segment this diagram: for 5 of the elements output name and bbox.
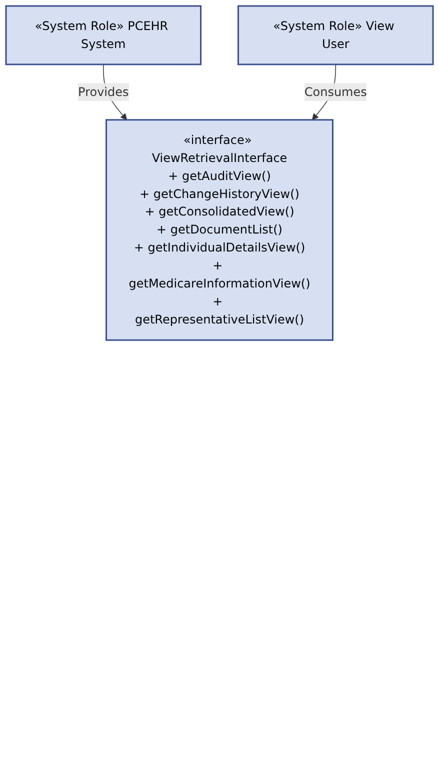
edge-label: Provides bbox=[78, 84, 129, 99]
edge-label: Consumes bbox=[304, 84, 367, 99]
node-box: «System Role» View User bbox=[237, 5, 434, 66]
node-box: «System Role» PCEHR System bbox=[5, 5, 202, 66]
node-box: «interface» ViewRetrievalInterface + getAuditView() + getChangeHistoryView() + getConsolidatedView() + getDocumentList() + getIndividualDetailsView() + getMedicareInformationView() + getRepresentativeListView() bbox=[106, 119, 334, 341]
